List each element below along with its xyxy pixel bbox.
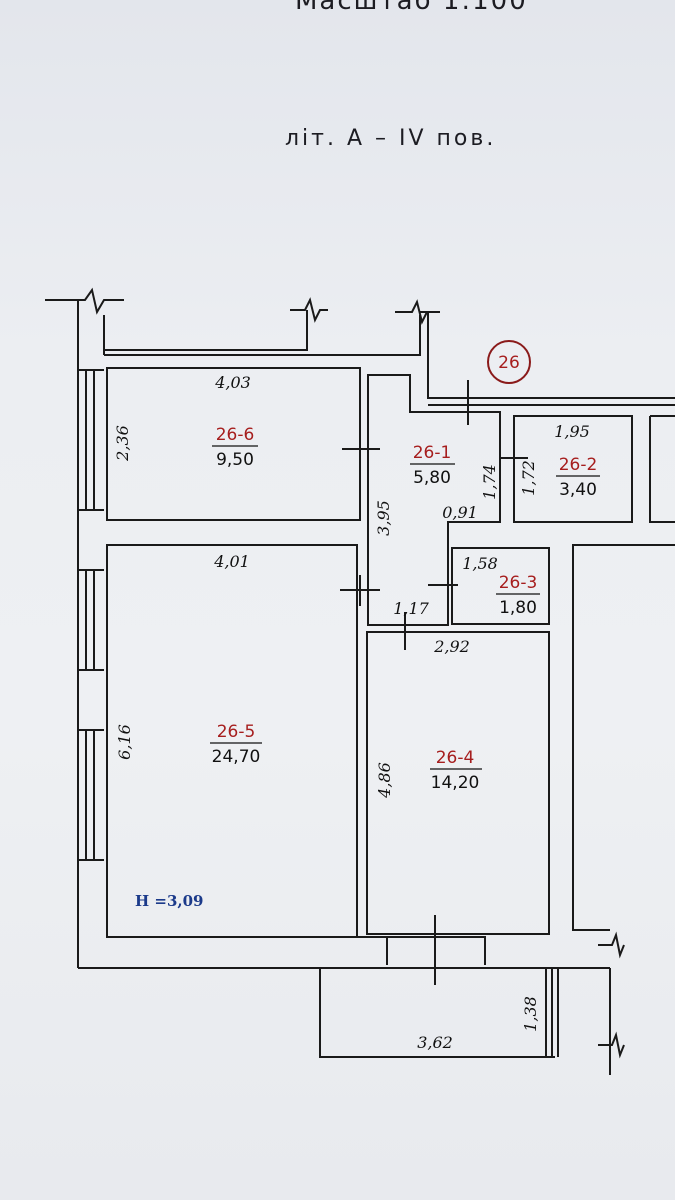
room-id: 26-1 — [413, 443, 452, 463]
dim-r5-width: 4,01 — [213, 552, 250, 571]
dim-r4-depth: 4,86 — [375, 762, 394, 799]
room-area: 14,20 — [431, 773, 480, 793]
dim-r1-length: 3,95 — [374, 500, 393, 536]
room-id: 26-4 — [436, 748, 475, 768]
room-26-1-label: 26-1 5,80 — [410, 443, 455, 488]
window-left-low — [78, 729, 104, 861]
room-26-2-label: 26-2 3,40 — [556, 455, 600, 500]
room-26-5-label: 26-5 24,70 — [210, 722, 262, 767]
dim-r3-width: 1,58 — [462, 554, 498, 573]
room-id: 26-2 — [559, 455, 598, 475]
dim-r1-side: 1,74 — [480, 464, 499, 500]
room-area: 9,50 — [216, 450, 254, 470]
room-id: 26-5 — [217, 722, 256, 742]
room-area: 24,70 — [212, 747, 261, 767]
dim-balcony-depth: 1,38 — [521, 996, 540, 1032]
scale-label: Масштаб 1:100 — [295, 0, 528, 16]
dim-r2-width: 1,95 — [554, 422, 590, 441]
dim-r6-width: 4,03 — [214, 373, 251, 392]
ceiling-height-note: Н =3,09 — [135, 892, 204, 910]
break-line-bottom — [598, 931, 625, 1059]
dim-balcony-width: 3,62 — [417, 1033, 453, 1052]
window-left-mid — [78, 569, 104, 671]
dim-r1-width: 0,91 — [442, 503, 478, 522]
room-id: 26-6 — [216, 425, 255, 445]
room-26-4-label: 26-4 14,20 — [430, 748, 482, 793]
room-id: 26-3 — [499, 573, 538, 593]
room-area: 1,80 — [499, 598, 537, 618]
break-line-mid — [290, 297, 328, 323]
balcony-rail — [545, 968, 559, 1057]
break-line-right — [395, 299, 440, 325]
room-area: 3,40 — [559, 480, 597, 500]
apartment-marker: 26 — [487, 340, 531, 384]
dim-r2-depth: 1,72 — [519, 460, 538, 496]
floor-title: літ. А – IV пов. — [285, 126, 497, 151]
dim-r5-depth: 6,16 — [115, 724, 134, 760]
room-26-4-outline — [366, 631, 550, 935]
room-26-6-label: 26-6 9,50 — [212, 425, 258, 470]
room-area: 5,80 — [413, 468, 451, 488]
dimensions: 4,03 2,36 3,95 0,91 1,74 1,95 1,72 1,58 … — [113, 373, 590, 1052]
dim-passage: 1,17 — [393, 599, 429, 618]
dim-r4-width: 2,92 — [433, 637, 470, 656]
room-26-3-label: 26-3 1,80 — [496, 573, 540, 618]
break-line-left — [45, 287, 124, 315]
window-left-top — [78, 369, 104, 511]
outer-wall-bottom — [78, 967, 555, 1058]
apartment-number: 26 — [498, 353, 520, 373]
dim-r6-depth: 2,36 — [113, 425, 132, 462]
walls — [45, 287, 675, 1075]
